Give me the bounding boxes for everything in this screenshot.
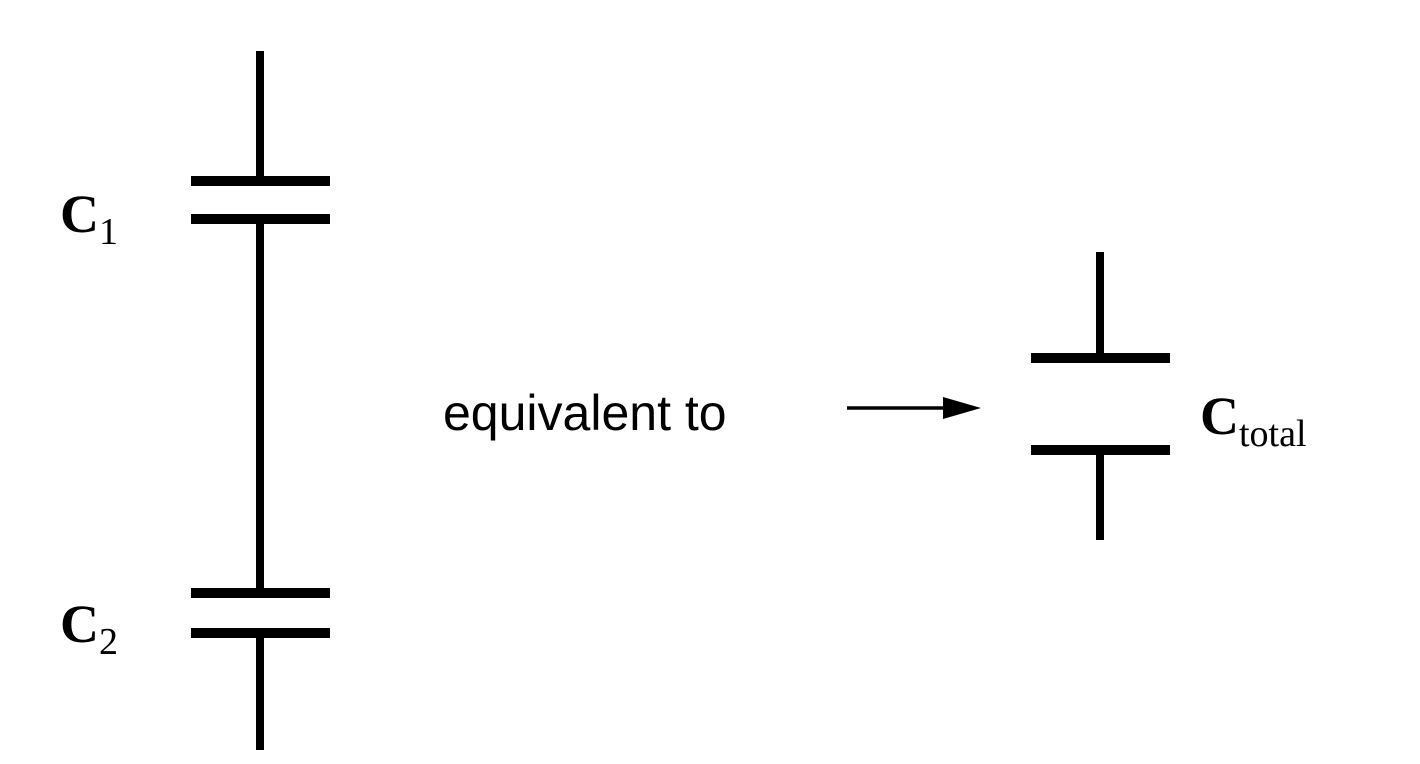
c-total-label-subscript: total <box>1239 413 1307 455</box>
series-circuit: C1 C2 <box>60 51 330 750</box>
c-total-label: Ctotal <box>1200 386 1307 455</box>
arrow-right-icon <box>943 397 981 419</box>
c2-label: C2 <box>60 594 118 663</box>
equivalence-indicator: equivalent to <box>443 385 981 441</box>
c2-label-main: C <box>60 594 99 654</box>
equivalent-circuit: Ctotal <box>1031 252 1307 540</box>
equivalent-to-caption: equivalent to <box>443 385 727 441</box>
c-total-label-main: C <box>1200 386 1239 446</box>
c1-label-main: C <box>60 184 99 244</box>
c1-label: C1 <box>60 184 118 253</box>
c2-label-subscript: 2 <box>99 621 118 663</box>
c1-label-subscript: 1 <box>99 211 118 253</box>
